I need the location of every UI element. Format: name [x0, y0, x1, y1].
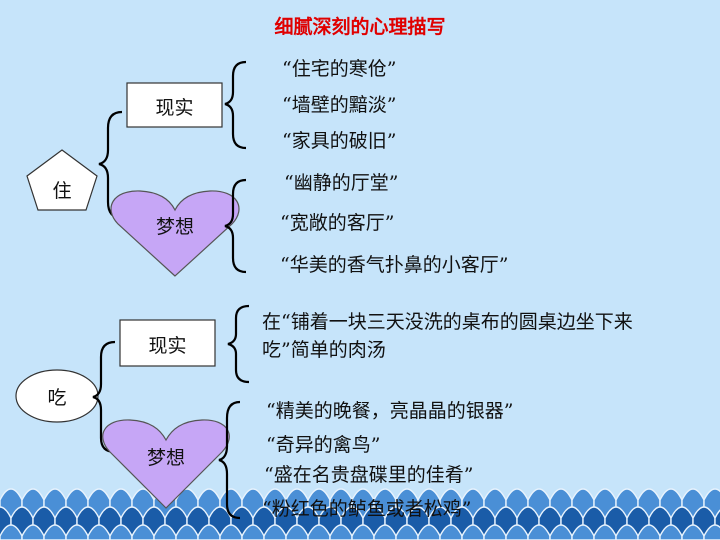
dream-item-2-3: “盛在名贵盘碟里的佳肴” [264, 464, 474, 486]
slide-title: 细腻深刻的心理描写 [274, 16, 446, 38]
dream-label-2: 梦想 [146, 447, 185, 469]
topic-label-2: 吃 [47, 387, 67, 409]
topic-label-1: 住 [52, 180, 72, 202]
dream-item-2-4: “粉红色的鲈鱼或者松鸡” [262, 498, 472, 520]
brace-topic-2 [92, 340, 116, 454]
dream-item-1-2: “宽敞的客厅” [280, 212, 395, 234]
reality-item-1-2: “墙壁的黯淡” [282, 94, 397, 116]
reality-box-2 [119, 319, 216, 367]
circle-topic-2 [15, 369, 99, 423]
reality-box-1 [126, 82, 223, 128]
reality-label-1: 现实 [155, 97, 194, 119]
reality-label-2: 现实 [148, 335, 187, 357]
brace-reality-1 [224, 60, 247, 150]
pentagon-topic-1 [26, 149, 98, 211]
dream-item-2-2: “奇异的禽鸟” [266, 434, 381, 456]
brace-dream-1 [224, 178, 247, 274]
reality-text-2: 在“铺着一块三天没洗的桌布的圆桌边坐下来吃”简单的肉汤 [262, 311, 633, 361]
brace-dream-2 [218, 400, 241, 520]
reality-item-1-3: “家具的破旧” [282, 130, 397, 152]
wave-arc [703, 524, 720, 540]
dream-item-2-1: “精美的晚餐，亮晶晶的银器” [266, 400, 514, 422]
dream-label-1: 梦想 [155, 216, 194, 238]
dream-item-1-3: “华美的香气扑鼻的小客厅” [280, 254, 509, 276]
wave-decoration [0, 488, 720, 540]
heart-dream-2 [102, 419, 230, 509]
brace-topic-1 [98, 110, 123, 220]
dream-item-1-1: “幽静的厅堂” [284, 172, 399, 194]
reality-item-1-1: “住宅的寒伧” [282, 58, 397, 80]
brace-reality-2 [227, 304, 250, 384]
